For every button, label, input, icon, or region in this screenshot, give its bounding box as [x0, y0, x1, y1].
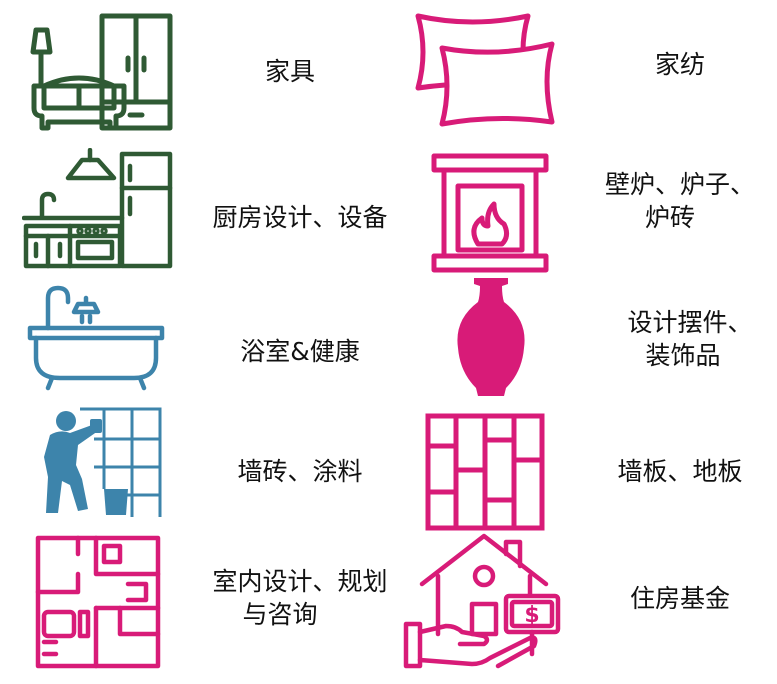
- sofa-wardrobe-icon: [22, 12, 174, 132]
- category-label-flooring: 墙板、地板: [617, 457, 743, 486]
- category-label-interior-design: 室内设计、规划 与咨询: [212, 567, 388, 629]
- category-label-fireplace: 壁炉、炉子、 炉砖: [604, 170, 755, 232]
- category-label-bathroom: 浴室&健康: [240, 337, 360, 366]
- svg-text:$: $: [524, 603, 539, 628]
- vase-icon: [448, 276, 534, 400]
- fireplace-icon: [430, 152, 550, 274]
- category-label-tiles-paint: 墙砖、涂料: [237, 457, 363, 486]
- category-label-home-textiles: 家纺: [654, 50, 705, 79]
- category-label-decor: 设计摆件、 装饰品: [627, 308, 753, 370]
- floor-plan-icon: [34, 534, 162, 670]
- kitchen-icon: [22, 148, 174, 270]
- bathtub-icon: [26, 282, 168, 392]
- category-label-furniture: 家具: [264, 57, 315, 86]
- wood-planks-icon: [424, 412, 546, 532]
- category-label-housing-fund: 住房基金: [629, 584, 730, 613]
- house-money-hand-icon: $: [402, 530, 564, 672]
- category-label-kitchen: 厨房设计、设备: [212, 203, 388, 232]
- worker-tiling-icon: [36, 405, 164, 523]
- pillows-icon: [412, 10, 560, 130]
